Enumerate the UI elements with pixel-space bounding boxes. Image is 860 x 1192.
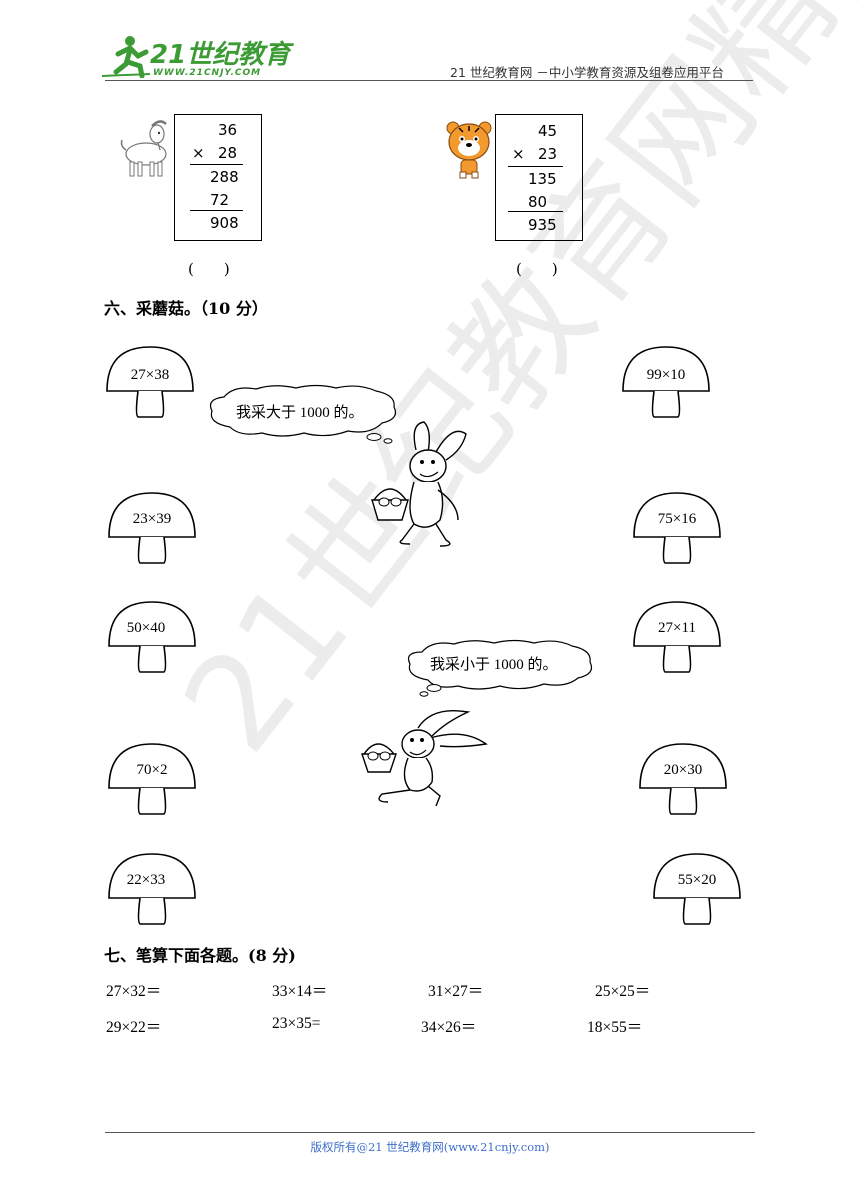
section6-title: 六、采蘑菇。（10 分） xyxy=(104,299,268,318)
calc1-multiplier: 28 xyxy=(218,144,238,162)
exercise-8: 18×55＝ xyxy=(587,1019,643,1036)
calc2-partial-2: 80 xyxy=(528,193,548,211)
calc1-times-sign: × xyxy=(192,144,205,162)
calc1-result: 908 xyxy=(210,214,239,232)
exercise-6: 23×35= xyxy=(272,1015,321,1032)
mushroom-icon xyxy=(653,853,741,925)
calc1-answer-blank[interactable]: ( ) xyxy=(188,260,230,278)
exercise-7: 34×26＝ xyxy=(421,1019,477,1036)
calc2-multiplicand: 45 xyxy=(538,122,558,140)
mushroom-label: 27×11 xyxy=(658,620,696,636)
mushroom-icon xyxy=(108,853,196,925)
calc1-rule-2 xyxy=(190,210,243,211)
header-tagline: 21 世纪教育网 －中小学教育资源及组卷应用平台 xyxy=(450,65,724,80)
calc2-rule-2 xyxy=(508,211,563,212)
mushroom-icon xyxy=(639,743,727,815)
mushroom-right-1[interactable]: 99×10 xyxy=(621,343,711,421)
mushroom-label: 50×40 xyxy=(126,620,166,636)
tiger-icon xyxy=(446,121,492,179)
mushroom-left-1[interactable]: 27×38 xyxy=(105,343,195,421)
mushroom-label: 27×38 xyxy=(130,367,170,383)
exercise-4: 25×25＝ xyxy=(595,983,651,1000)
mushroom-right-5[interactable]: 55×20 xyxy=(652,850,742,928)
mushroom-label: 55×20 xyxy=(677,872,717,888)
mushroom-icon xyxy=(108,492,196,564)
mushroom-label: 99×10 xyxy=(646,367,686,383)
mushroom-icon xyxy=(633,492,721,564)
mushroom-label: 23×39 xyxy=(132,511,172,527)
mushroom-label: 20×30 xyxy=(663,762,703,778)
mushroom-right-4[interactable]: 20×30 xyxy=(638,740,728,818)
mushroom-label: 22×33 xyxy=(126,872,166,888)
section7-title: 七、笔算下面各题。(8 分) xyxy=(104,946,296,965)
goat-icon xyxy=(120,120,167,177)
logo-url: WWW.21CNJY.COM xyxy=(153,68,262,78)
vertical-calc-box-2 xyxy=(495,114,583,241)
bubble-text-2: 我采小于 1000 的。 xyxy=(430,657,558,673)
mushroom-icon xyxy=(108,743,196,815)
mushroom-icon xyxy=(633,601,721,673)
bubble-text-1: 我采大于 1000 的。 xyxy=(236,405,364,421)
mushroom-icon xyxy=(108,601,196,673)
rabbit-running-icon xyxy=(361,710,488,807)
mushroom-left-2[interactable]: 23×39 xyxy=(107,489,197,567)
exercise-3: 31×27＝ xyxy=(428,983,484,1000)
calc1-partial-2: 72 xyxy=(210,191,230,209)
calc2-multiplier: 23 xyxy=(538,145,558,163)
thought-bubble-2 xyxy=(407,639,593,697)
calc1-multiplicand: 36 xyxy=(218,121,238,139)
mushroom-label: 75×16 xyxy=(657,511,697,527)
mushroom-left-5[interactable]: 22×33 xyxy=(107,850,197,928)
runner-logo-icon xyxy=(101,36,151,78)
footer-copyright: 版权所有@21 世纪教育网(www.21cnjy.com) xyxy=(310,1140,550,1154)
footer-divider xyxy=(105,1132,755,1133)
vertical-calc-box-1 xyxy=(174,114,262,241)
logo-text: 21世纪教育 xyxy=(150,40,291,70)
mushroom-left-4[interactable]: 70×2 xyxy=(107,740,197,818)
thought-bubble-1 xyxy=(209,384,397,444)
mushroom-label: 70×2 xyxy=(136,762,168,778)
calc2-answer-blank[interactable]: ( ) xyxy=(516,260,558,278)
calc2-times-sign: × xyxy=(512,145,525,163)
calc2-partial-1: 135 xyxy=(528,170,557,188)
calc2-result: 935 xyxy=(528,216,557,234)
mushroom-right-2[interactable]: 75×16 xyxy=(632,489,722,567)
header-divider xyxy=(105,80,753,81)
rabbit-with-basket-icon xyxy=(371,421,467,547)
mushroom-icon xyxy=(106,346,194,418)
exercise-1: 27×32＝ xyxy=(106,983,162,1000)
calc1-partial-1: 288 xyxy=(210,168,239,186)
exercise-2: 33×14＝ xyxy=(272,983,328,1000)
mushroom-right-3[interactable]: 27×11 xyxy=(632,598,722,676)
calc1-rule-1 xyxy=(190,164,243,165)
calc2-rule-1 xyxy=(508,166,563,167)
mushroom-left-3[interactable]: 50×40 xyxy=(107,598,197,676)
mushroom-icon xyxy=(622,346,710,418)
exercise-5: 29×22＝ xyxy=(106,1019,162,1036)
